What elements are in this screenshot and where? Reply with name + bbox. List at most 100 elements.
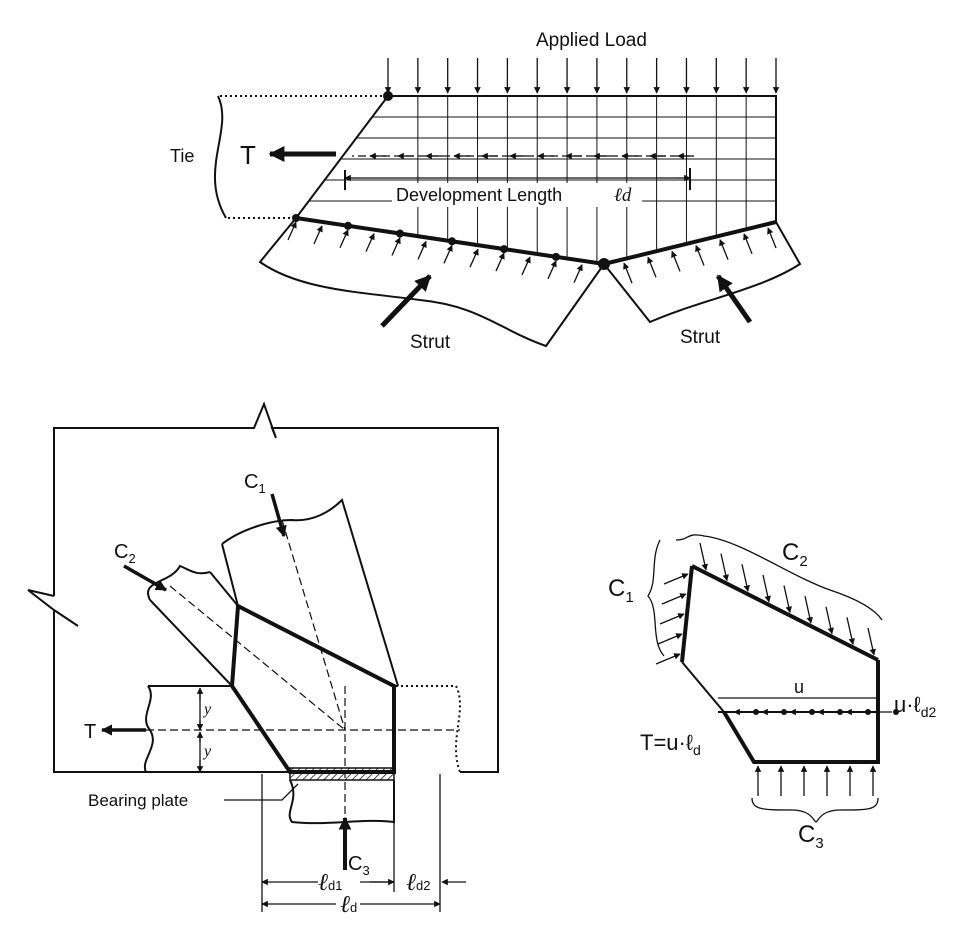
strut-c2-centerline	[169, 585, 346, 731]
ld1-label: ℓd1	[318, 870, 342, 896]
fb-bond-arrows	[733, 708, 899, 716]
strut-arrow	[695, 244, 705, 266]
fb-t-equation: T=u·ℓd	[640, 730, 701, 758]
strut-arrow	[573, 264, 583, 283]
strut-node-dot	[448, 237, 456, 246]
fb-left-edge	[680, 565, 694, 663]
c1-label: C1	[244, 471, 266, 496]
tie-extension	[396, 685, 461, 773]
fb-c1-brace	[647, 539, 665, 657]
y-lower-label: y	[202, 743, 212, 760]
fb-bond-dot	[837, 709, 843, 715]
strut-left-outline	[258, 217, 605, 348]
strut-left-force-arrow	[380, 274, 432, 328]
ld-label: ℓd	[340, 892, 357, 918]
fb-bond-dot	[893, 709, 899, 715]
strut-arrow	[521, 256, 531, 276]
fb-c1-label: C1	[608, 575, 634, 606]
node-corner-dot	[383, 91, 393, 101]
fb-u-label: u	[794, 677, 804, 697]
strut-node-dot	[396, 229, 404, 238]
fb-bond-dot	[753, 709, 759, 715]
top-diagram: Applied Load Tie T Development Length ℓd	[170, 30, 802, 353]
fb-c3-arrows	[754, 765, 877, 796]
fb-c2-arrow	[720, 553, 729, 582]
fb-top-edge	[691, 564, 879, 662]
strut-c1-centerline	[281, 519, 346, 731]
c3-label: C3	[348, 853, 370, 878]
fb-c3-brace	[751, 797, 879, 823]
strut-c1-outline	[221, 498, 399, 687]
strut-c2-bottom-edge	[149, 599, 233, 687]
strut-arrow	[743, 233, 753, 255]
strut-arrow	[417, 240, 427, 260]
fb-lower-left-edge	[681, 661, 725, 713]
free-body-diagram: u C2 C1 C3 u·ℓd2 T=u·ℓd	[608, 534, 936, 852]
strut-arrow	[443, 244, 453, 264]
strut-node-dot	[552, 252, 560, 261]
support-outline	[288, 779, 395, 825]
strut-arrow	[469, 248, 479, 268]
fb-bond-dot	[865, 709, 871, 715]
fb-c2-arrow	[804, 595, 813, 624]
strut-c2-end	[147, 564, 211, 601]
c2-force-arrow	[123, 564, 167, 592]
strut-left-label: Strut	[410, 332, 451, 353]
strut-node-dot	[292, 214, 300, 222]
strut-arrow	[313, 225, 323, 245]
fb-u-ld2-label: u·ℓd2	[894, 692, 936, 720]
dev-length-symbol: ℓd	[614, 185, 632, 206]
strut-arrow	[495, 252, 505, 272]
strut-arrow	[339, 229, 349, 249]
strut-arrow	[647, 256, 657, 278]
fb-c1-arrow	[657, 633, 683, 645]
node-detail-diagram: T y y C3 Bearing plate C1 C2	[27, 401, 499, 918]
strut-arrow	[287, 221, 297, 241]
y-upper-label: y	[202, 701, 212, 718]
strut-node-dot	[344, 221, 352, 230]
nodal-zone-outline	[229, 602, 396, 774]
fb-c2-arrow	[699, 542, 708, 571]
fb-c1-arrow	[659, 613, 685, 625]
fb-c2-arrow	[846, 617, 855, 646]
fb-c1-arrow	[655, 653, 681, 665]
tie-force-label-node: T	[84, 721, 96, 743]
tie-break	[143, 685, 154, 773]
strut-arrow	[391, 236, 401, 256]
fb-c2-brace	[675, 534, 883, 621]
strut-c2-top-edge	[209, 571, 239, 607]
bearing-plate	[289, 767, 395, 781]
strut-c1-left-edge	[221, 543, 239, 607]
node-bottom-boundary	[295, 216, 777, 267]
node-left-boundary	[295, 95, 389, 219]
member-left-edge	[53, 610, 146, 773]
tie-force-label: T	[240, 140, 256, 170]
member-outline	[53, 401, 499, 773]
strut-right-force-arrow	[715, 274, 753, 324]
strut-node-dot	[598, 258, 610, 270]
fb-bond-dot	[809, 709, 815, 715]
fb-c2-arrows	[699, 542, 876, 656]
strut-arrow	[623, 262, 633, 284]
fb-c1-arrow	[663, 573, 689, 585]
strut-arrow	[365, 233, 375, 252]
fb-c1-arrow	[661, 593, 687, 605]
applied-load-arrows	[384, 58, 780, 94]
strut-node-dot	[500, 245, 508, 254]
bearing-plate-label: Bearing plate	[88, 791, 188, 810]
dev-length-label-bg	[392, 183, 642, 207]
strut-arrow	[719, 239, 729, 260]
fb-bond-dot	[781, 709, 787, 715]
fb-c2-label: C2	[782, 539, 808, 570]
strut-right-outline	[603, 221, 802, 324]
fb-c1-arrows	[655, 573, 689, 665]
c2-label: C2	[114, 541, 136, 566]
node-top-right-boundary	[388, 95, 777, 222]
fb-c2-arrow	[762, 574, 771, 603]
tie-label: Tie	[170, 146, 194, 166]
fb-c2-arrow	[825, 606, 834, 635]
bearing-plate-leader	[224, 783, 299, 801]
c1-force-arrow	[270, 493, 287, 538]
fb-c2-arrow	[783, 585, 792, 614]
